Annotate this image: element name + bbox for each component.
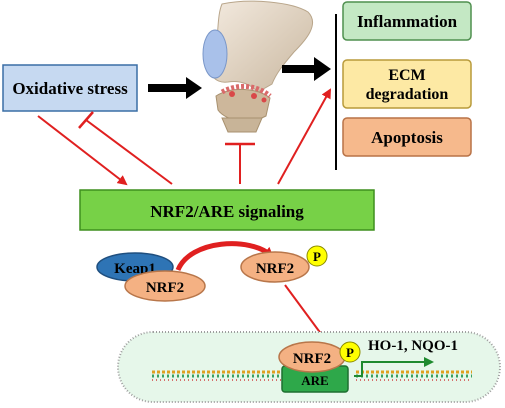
inflammation-box	[342, 1, 472, 41]
signaling-inhibits-outcomes-line	[277, 88, 331, 185]
phospho-free-label: P	[313, 249, 321, 264]
apoptosis-label: Apoptosis	[371, 128, 443, 147]
knee-joint-image	[202, 0, 314, 133]
degradation-label: degradation	[366, 86, 449, 103]
nrf2-free-ellipse	[240, 251, 310, 283]
oxidative-stress-label: Oxidative stress	[12, 79, 128, 98]
signaling-inhibits-oxidative-bar	[78, 111, 94, 129]
oxidative-to-joint-arrow	[148, 77, 202, 99]
ecm-degradation-box	[342, 59, 472, 109]
signaling-inhibits-oxidative-line	[85, 119, 173, 185]
dissociation-curved-arrow	[175, 241, 274, 272]
transcription-arrow	[354, 357, 434, 377]
phospho-nuclear-label: P	[346, 345, 354, 360]
phospho-nuclear-circle	[339, 341, 361, 363]
nrf2-bound-ellipse	[124, 270, 206, 302]
nrf2-are-signaling-box	[79, 189, 375, 231]
dna-strand	[152, 370, 472, 381]
nrf2-free-label: NRF2	[256, 261, 294, 277]
nrf2-are-signaling-label: NRF2/ARE signaling	[150, 202, 304, 221]
oxidative-stress-box	[2, 64, 138, 112]
are-label: ARE	[301, 373, 328, 388]
apoptosis-box	[342, 117, 472, 157]
inflammation-label: Inflammation	[357, 12, 458, 31]
joint-to-outcomes-arrow	[282, 57, 331, 81]
phospho-free-circle	[306, 245, 328, 267]
nrf2-nuclear-label: NRF2	[293, 351, 331, 367]
oxidative-activates-signaling-arrow	[37, 115, 128, 186]
target-genes-label: HO-1, NQO-1	[368, 338, 458, 354]
ecm-label: ECM	[388, 67, 425, 84]
nrf2-bound-label: NRF2	[146, 280, 184, 296]
